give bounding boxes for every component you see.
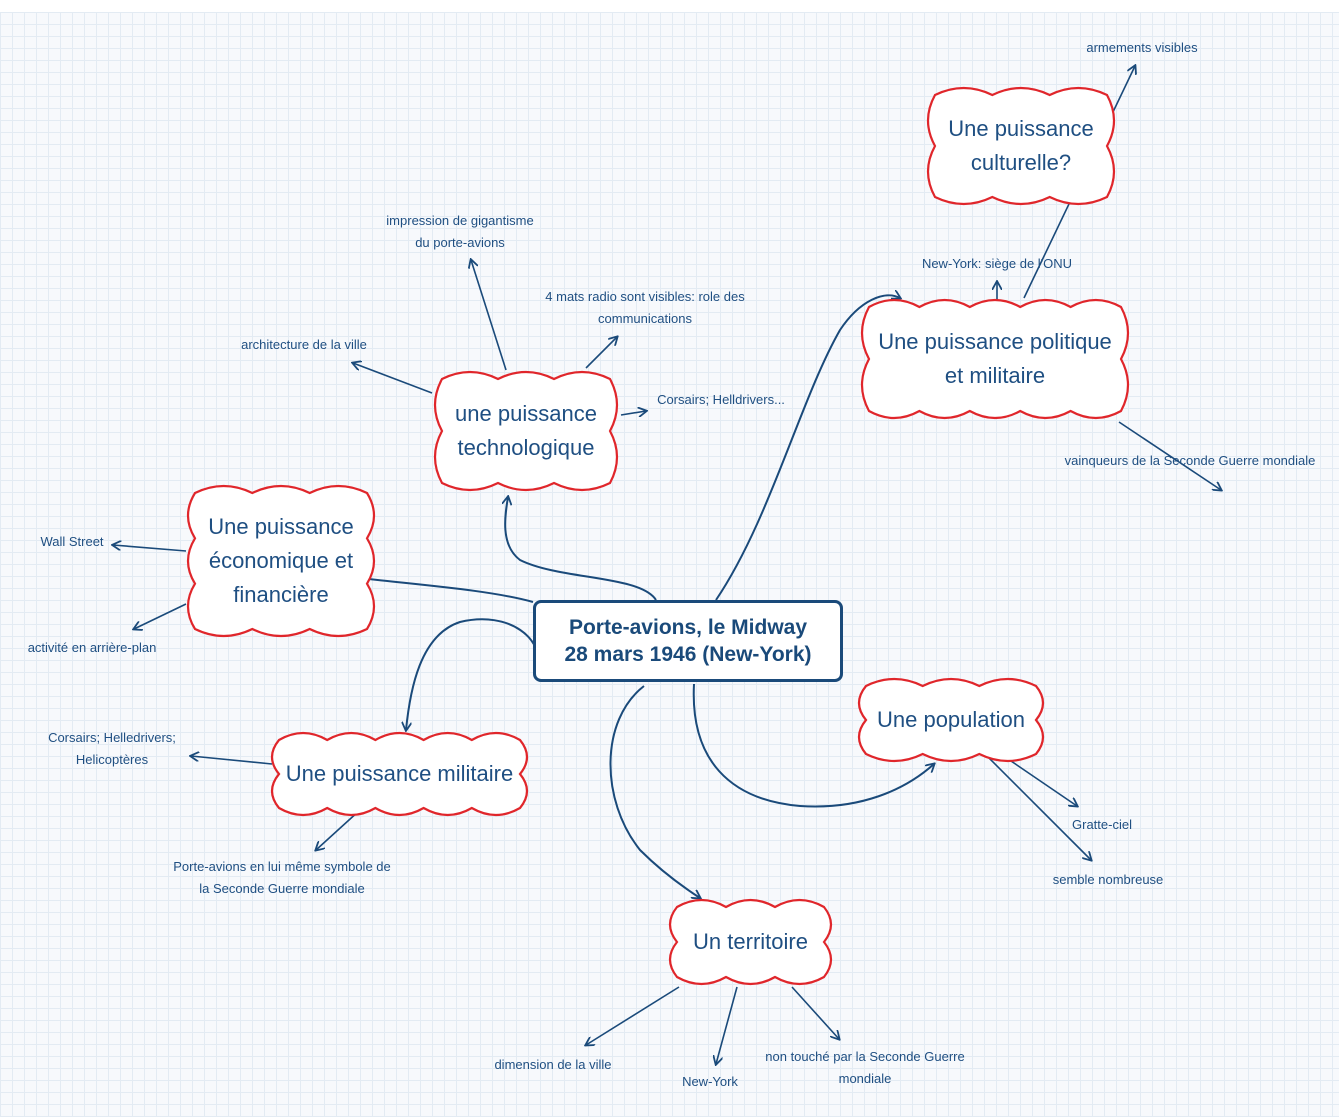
leaf-new-york[interactable]: New-York — [682, 1074, 738, 1089]
central-topic-line2: 28 mars 1946 (New-York) — [564, 643, 812, 666]
link-territoire-dimension — [586, 986, 680, 1045]
topic-politique-line2: et militaire — [944, 363, 1046, 388]
link-population-nombreuse — [976, 745, 1091, 860]
leaf-corsairs-militaire[interactable]: Corsairs; Helledrivers; Helicoptères — [36, 727, 188, 771]
leaf-corsairs-techno[interactable]: Corsairs; Helldrivers... — [657, 392, 785, 407]
link-central-militaire — [406, 618, 540, 730]
link-eco-activite — [134, 603, 187, 629]
canvas-top-strip — [0, 0, 1339, 12]
leaf-symbole-line2: la Seconde Guerre mondiale — [199, 881, 365, 896]
leaf-non-touche[interactable]: non touché par la Seconde Guerre mondial… — [757, 1046, 973, 1090]
leaf-activite[interactable]: activité en arrière-plan — [27, 640, 157, 655]
central-topic-line1: Porte-avions, le Midway — [568, 616, 808, 639]
link-politique-vainqueurs — [1118, 421, 1221, 490]
leaf-dimension[interactable]: dimension de la ville — [494, 1057, 612, 1072]
link-techno-mats — [585, 337, 617, 369]
leaf-symbole-line1: Porte-avions en lui même symbole de — [173, 859, 391, 874]
link-central-eco — [360, 578, 534, 603]
leaf-mats-radio-line2: communications — [598, 311, 692, 326]
leaf-onu[interactable]: New-York: siège de l'ONU — [921, 256, 1073, 271]
leaf-symbole[interactable]: Porte-avions en lui même symbole de la S… — [168, 856, 396, 900]
leaf-non-touche-line2: mondiale — [838, 1071, 892, 1086]
link-central-territoire — [609, 685, 700, 898]
link-eco-wallstreet — [113, 545, 187, 552]
link-techno-architecture — [353, 363, 433, 394]
leaf-gigantisme-line2: du porte-avions — [415, 235, 505, 250]
leaf-corsairs-militaire-line2: Helicoptères — [75, 752, 149, 767]
topic-territoire[interactable]: Un territoire — [670, 900, 831, 984]
topic-technologique[interactable]: une puissance technologique — [435, 372, 617, 490]
topic-technologique-line2: technologique — [457, 435, 595, 460]
link-techno-corsairs — [620, 411, 646, 415]
link-territoire-newyork — [716, 986, 738, 1064]
topic-territoire-line1: Un territoire — [693, 929, 808, 954]
topic-militaire[interactable]: Une puissance militaire — [272, 733, 527, 815]
topic-technologique-line1: une puissance — [455, 401, 597, 426]
central-topic[interactable]: Porte-avions, le Midway 28 mars 1946 (Ne… — [533, 600, 843, 682]
link-central-techno — [505, 497, 657, 601]
topic-economique-line1: Une puissance — [208, 514, 354, 539]
topic-culturelle-line2: culturelle? — [970, 150, 1072, 175]
topic-population[interactable]: Une population — [859, 679, 1043, 761]
leaf-wall-street[interactable]: Wall Street — [40, 534, 104, 549]
leaf-corsairs-militaire-line1: Corsairs; Helledrivers; — [48, 730, 176, 745]
leaf-architecture[interactable]: architecture de la ville — [241, 337, 367, 352]
topic-culturelle[interactable]: Une puissance culturelle? — [928, 88, 1114, 204]
leaf-gratte-ciel[interactable]: Gratte-ciel — [1072, 817, 1132, 832]
link-militaire-corsairs — [191, 756, 273, 765]
leaf-mats-radio-line1: 4 mats radio sont visibles: role des — [545, 289, 745, 304]
topic-economique[interactable]: Une puissance économique et financière — [188, 486, 374, 636]
topic-economique-line2: économique et — [208, 548, 354, 573]
link-techno-gigantisme — [471, 260, 507, 371]
topic-population-line1: Une population — [876, 707, 1025, 732]
link-central-politique — [715, 295, 900, 601]
link-central-population — [692, 683, 934, 808]
topic-economique-line3: financière — [233, 582, 329, 607]
leaf-gigantisme[interactable]: impression de gigantisme du porte-avions — [370, 210, 550, 254]
link-territoire-nontouche — [791, 986, 839, 1039]
leaf-semble-nombreuse[interactable]: semble nombreuse — [1052, 872, 1164, 887]
leaf-mats-radio[interactable]: 4 mats radio sont visibles: role des com… — [530, 286, 760, 330]
leaf-armements[interactable]: armements visibles — [1086, 40, 1198, 55]
leaf-vainqueurs[interactable]: vainqueurs de la Seconde Guerre mondiale — [1064, 453, 1316, 468]
topic-militaire-line1: Une puissance militaire — [285, 761, 514, 786]
leaf-non-touche-line1: non touché par la Seconde Guerre — [765, 1049, 965, 1064]
topic-politique-line1: Une puissance politique — [878, 329, 1112, 354]
topic-politique[interactable]: Une puissance politique et militaire — [862, 300, 1128, 418]
topic-culturelle-line1: Une puissance — [948, 116, 1094, 141]
leaf-gigantisme-line1: impression de gigantisme — [386, 213, 534, 228]
